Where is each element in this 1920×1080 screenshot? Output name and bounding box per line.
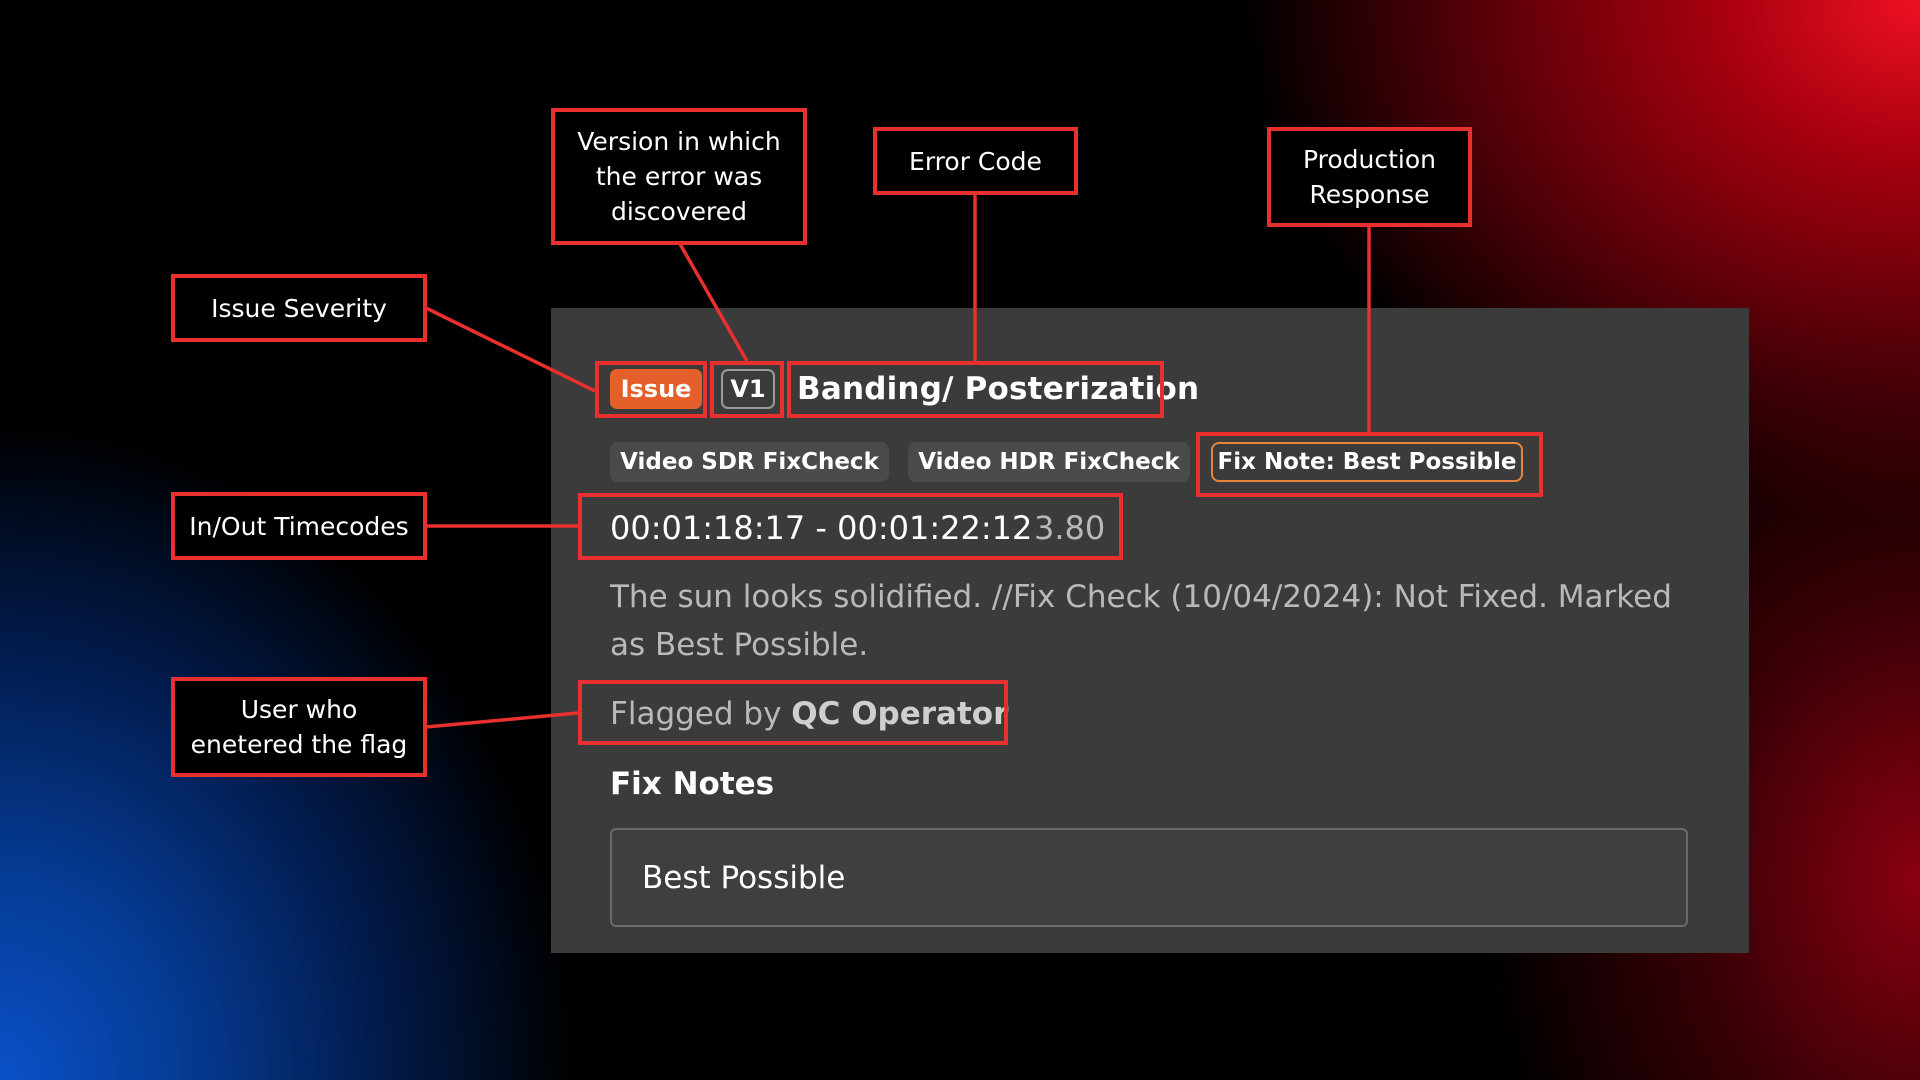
callout-user-label: User who enetered the flag [190,695,408,759]
callout-version-label: Version in which the error was discovere… [577,127,781,226]
tag-video-sdr-fixcheck[interactable]: Video SDR FixCheck [610,442,889,482]
callout-issue-severity-label: Issue Severity [211,293,387,323]
callout-error-code-label: Error Code [909,146,1042,176]
callout-issue-severity: Issue Severity [171,274,427,342]
issue-description: The sun looks solidified. //Fix Check (1… [610,579,1672,663]
callout-error-code: Error Code [873,127,1078,195]
duration-value: 3.80 [1034,509,1106,547]
fix-notes-value: Best Possible [642,859,846,896]
flagged-by: Flagged by QC Operator [610,691,1008,737]
tag-video-hdr-fixcheck[interactable]: Video HDR FixCheck [908,442,1190,482]
callout-user: User who enetered the flag [171,677,427,777]
severity-badge[interactable]: Issue [610,369,702,409]
fix-note-tag[interactable]: Fix Note: Best Possible [1211,442,1523,482]
version-badge: V1 [721,369,775,409]
callout-timecodes: In/Out Timecodes [171,492,427,560]
fix-notes-heading: Fix Notes [610,766,775,802]
callout-production-response-label: Production Response [1302,145,1436,209]
in-out-timecode: 00:01:18:17 - 00:01:22:12 [610,509,1033,547]
callout-version: Version in which the error was discovere… [551,108,807,245]
flagged-user: QC Operator [791,696,1009,732]
callout-timecodes-label: In/Out Timecodes [189,511,409,541]
error-code-title: Banding/ Posterization [797,371,1200,407]
fix-notes-field[interactable]: Best Possible [610,828,1688,927]
callout-production-response: Production Response [1267,127,1472,227]
flagged-by-prefix: Flagged by [610,696,782,732]
